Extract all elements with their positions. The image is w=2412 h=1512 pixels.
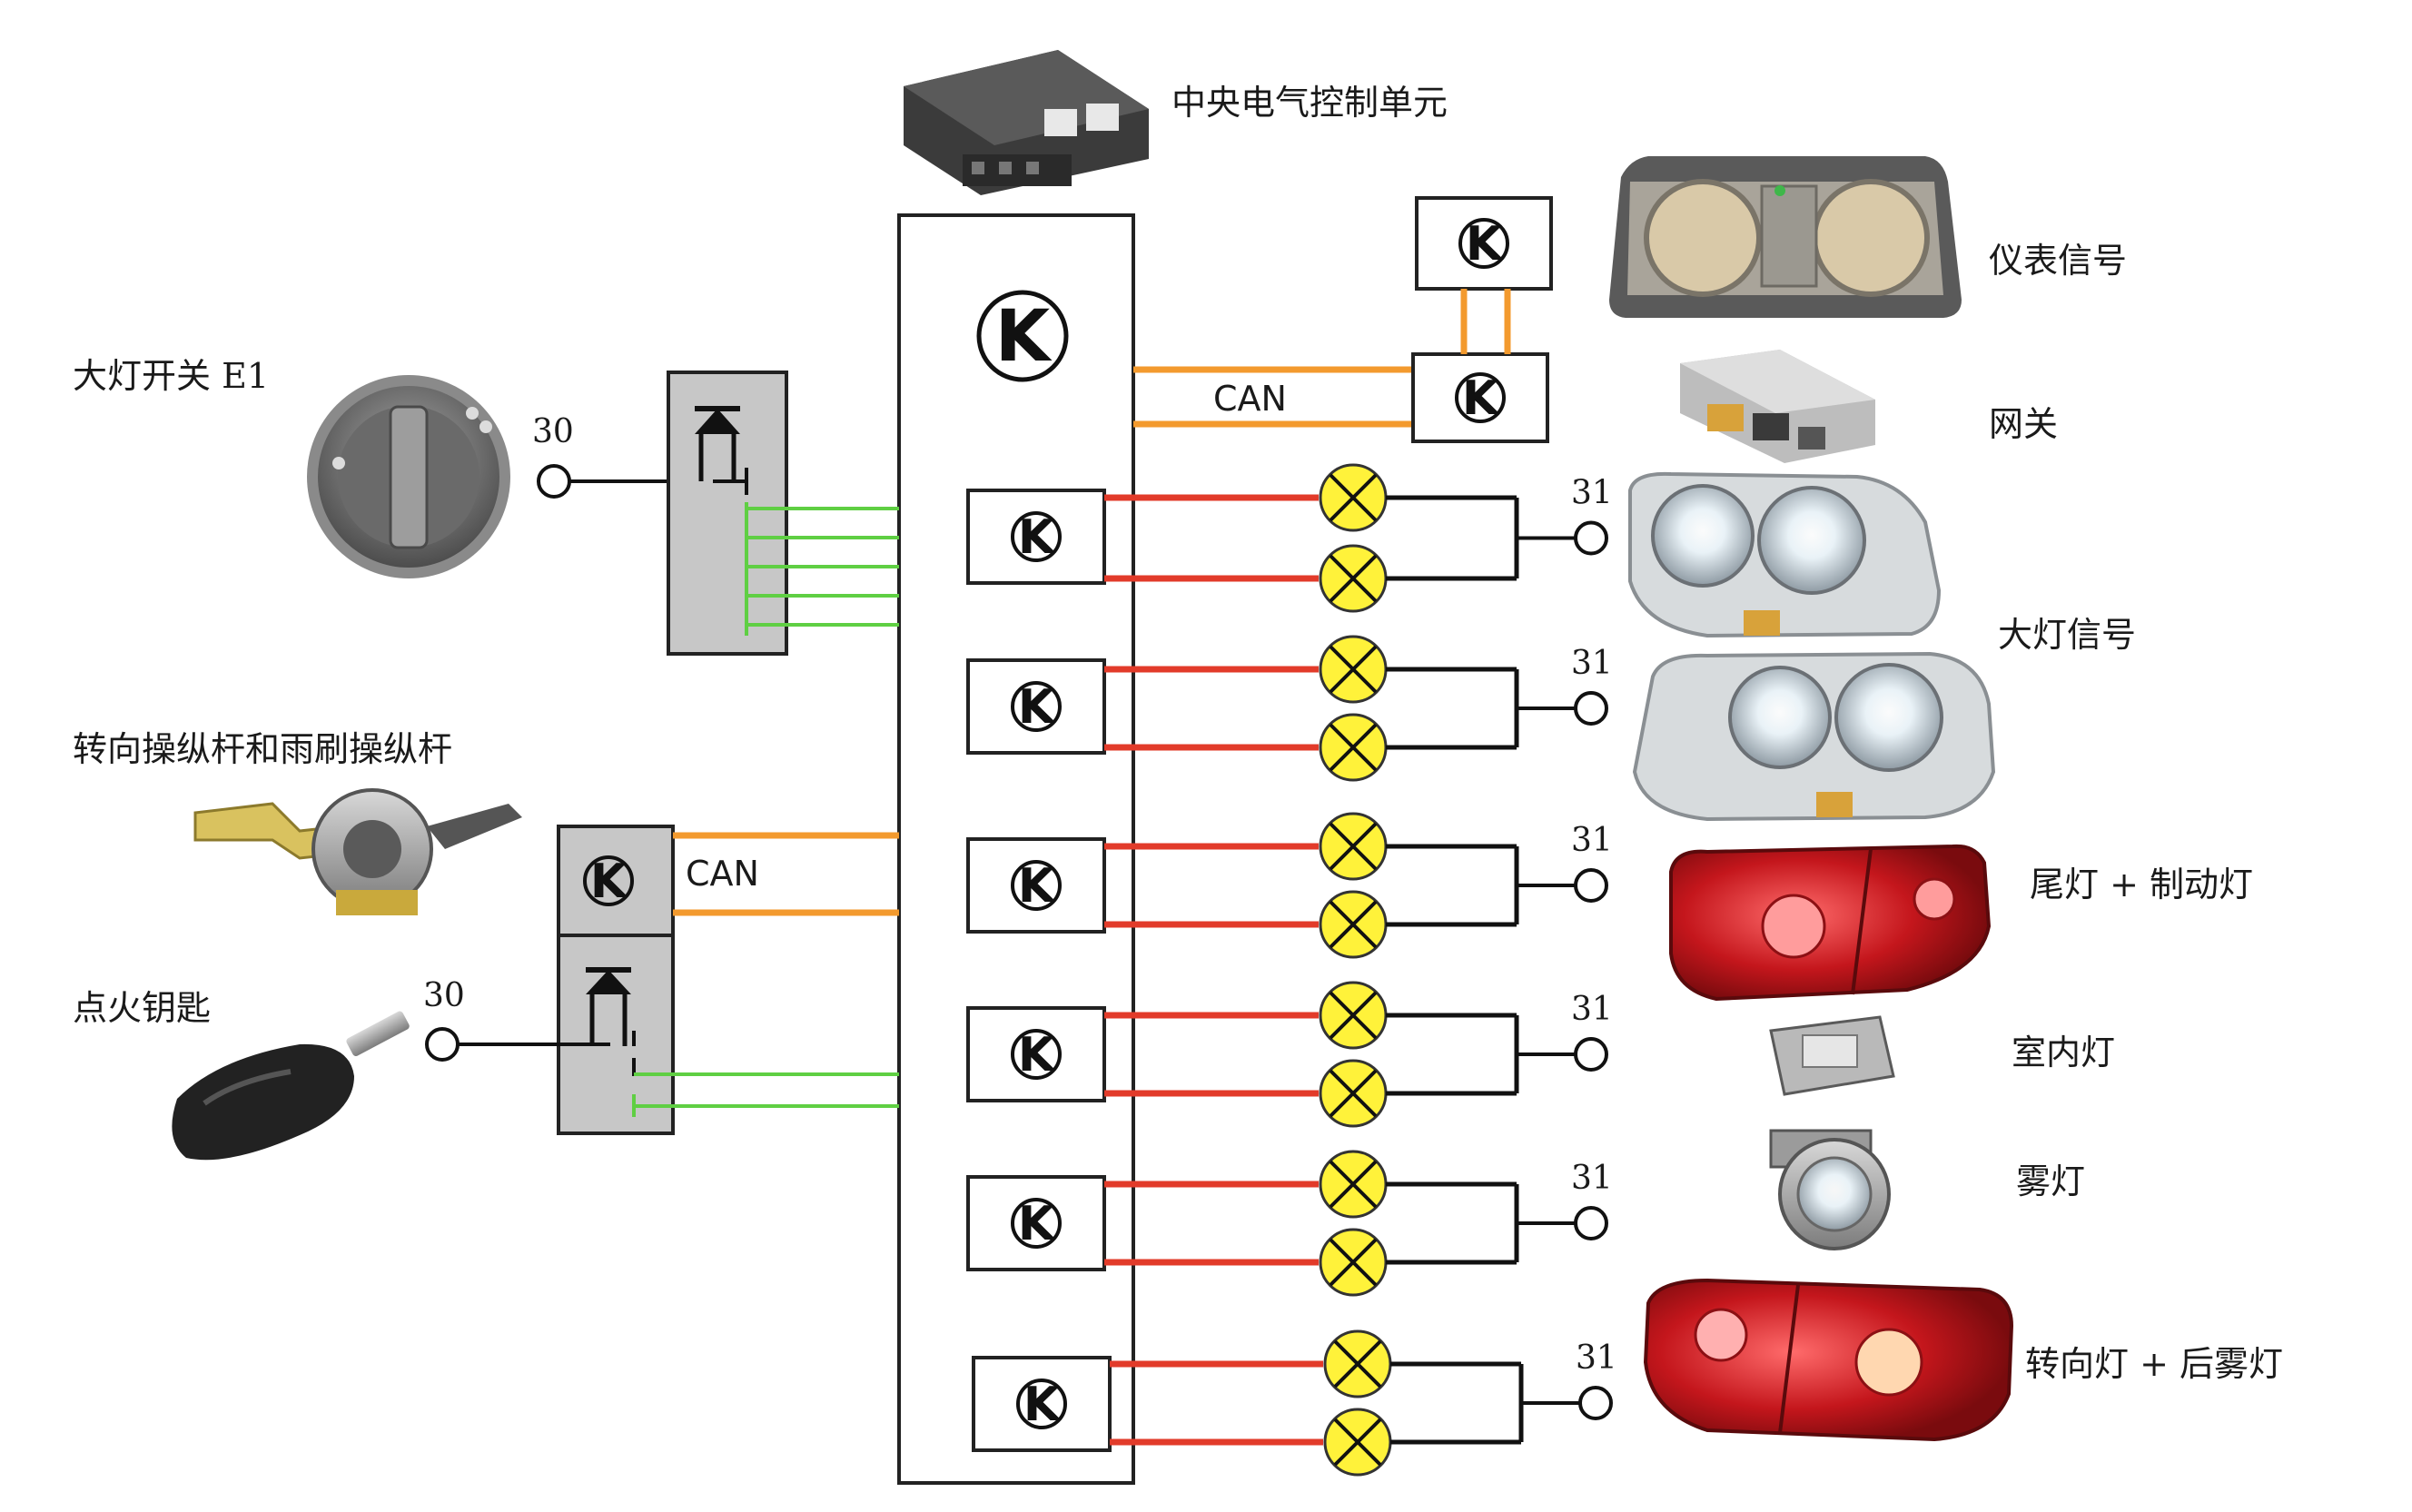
headlight-icon-2 [1632,651,1996,822]
terminal-31 [1574,1037,1608,1072]
channel-5: K 31 [966,1150,1613,1297]
channel-relay-letter: K [1018,1197,1056,1251]
ignition-signal-wires [632,1072,899,1117]
lamp-cross [1333,1339,1382,1388]
terminal-31 [1574,1206,1608,1240]
channel-relay-box [966,1006,1106,1102]
channel-relay-letter: K [1018,510,1056,565]
svg-text:K: K [1462,371,1500,426]
channel-relay-symbol [1011,511,1062,562]
lamp-cross [1329,1069,1378,1118]
channel-relay-symbol [1011,681,1062,732]
lamp-cross [1329,822,1378,871]
channel-relay-box [972,1356,1112,1452]
fog-light-icon [1769,1129,1891,1250]
terminal-31-label: 31 [1571,1160,1613,1197]
svg-text:K: K [590,855,628,909]
channel-1: K 31 [966,463,1613,613]
terminal-31-label: 31 [1576,1339,1617,1377]
headlight-icon [1628,471,1942,638]
lamp-cross [1329,723,1378,772]
turn-rear-fog-label: 转向灯 + 后雾灯 [2025,1344,2283,1384]
can-bus-top: CAN [1133,366,1413,428]
channel-relay-symbol [1011,1029,1062,1080]
terminal-31 [1574,520,1608,556]
terminal-31 [1574,691,1608,726]
channel-relay-letter: K [1018,1028,1056,1082]
channel-3: K 31 [966,812,1613,959]
headlight-label: 大灯信号 [1998,615,2136,655]
can-top-label: CAN [1213,379,1287,419]
channel-relay-letter: K [1018,680,1056,735]
channel-relay-symbol [1011,860,1062,911]
lamp-cross [1329,1238,1378,1287]
headlight-switch-icon [307,375,510,578]
headlight-switch-label: 大灯开关 E1 [73,356,269,396]
lamp-cross [1329,473,1378,522]
instrument-label: 仪表信号 [1989,241,2127,281]
channel-4: K 31 [966,981,1613,1128]
tail-brake-label: 尾灯 + 制动灯 [2030,865,2253,904]
terminal-31-label: 31 [1571,822,1613,859]
instrument-module: K [1415,196,1553,291]
channel-relay-box [966,489,1106,585]
lamp-cross [1329,900,1378,949]
channel-relay-letter: K [1023,1378,1062,1432]
terminal-31 [1574,868,1608,903]
bcm-module-icon [904,50,1149,195]
terminal-31-label: 31 [1571,991,1613,1028]
channel-relay-box [966,837,1106,934]
terminal-31-label: 31 [1571,475,1613,512]
can-left-label: CAN [686,854,759,894]
ignition-switch-module [557,934,675,1135]
can-bus-link [1460,289,1511,354]
lamp-cross [1329,991,1378,1040]
lamp-cross [1333,1418,1382,1467]
gateway-label: 网关 [1989,404,2058,444]
interior-light-icon [1769,1015,1895,1096]
channel-2: K 31 [966,635,1613,782]
channel-relay-box [966,1175,1106,1271]
gateway-can-module: K [1411,352,1549,443]
ignition-key-label: 点火钥匙 [73,988,211,1028]
channel-6: K 31 [972,1329,1617,1477]
channel-relay-letter: K [1018,859,1056,914]
lamp-cross [1329,1160,1378,1209]
lamp-cross [1329,554,1378,603]
lamp-cross [1329,645,1378,694]
terminal-30-b-label: 30 [423,977,465,1014]
headlight-switch-module [667,371,788,656]
fog-label: 雾灯 [2016,1161,2085,1201]
gateway-module-icon [1680,350,1875,463]
stalk-can-module: K [557,825,675,937]
terminal-30-ignition: 30 [423,977,610,1062]
terminal-30-a-label: 30 [532,413,574,450]
channel-relay-symbol [1016,1379,1067,1429]
terminal-31-label: 31 [1571,645,1613,682]
turn-rear-fog-light-icon [1643,1278,2014,1442]
stalk-assembly-icon [193,788,522,915]
tail-light-icon [1669,844,1992,1002]
channel-relay-box [966,658,1106,755]
switch-signal-wires [745,502,899,636]
channel-relay-symbol [1011,1198,1062,1249]
svg-text:K: K [995,296,1053,378]
interior-label: 室内灯 [2012,1033,2115,1072]
bcm-control-symbol: K [976,290,1069,382]
instrument-cluster-icon [1609,156,1962,318]
car-key-icon [172,1011,410,1161]
can-bus-left: CAN [673,832,899,916]
terminal-31 [1578,1386,1613,1420]
stalks-label: 转向操纵杆和雨刷操纵杆 [73,729,452,769]
bcm-label: 中央电气控制单元 [1171,83,1448,123]
svg-text:K: K [1466,217,1504,272]
